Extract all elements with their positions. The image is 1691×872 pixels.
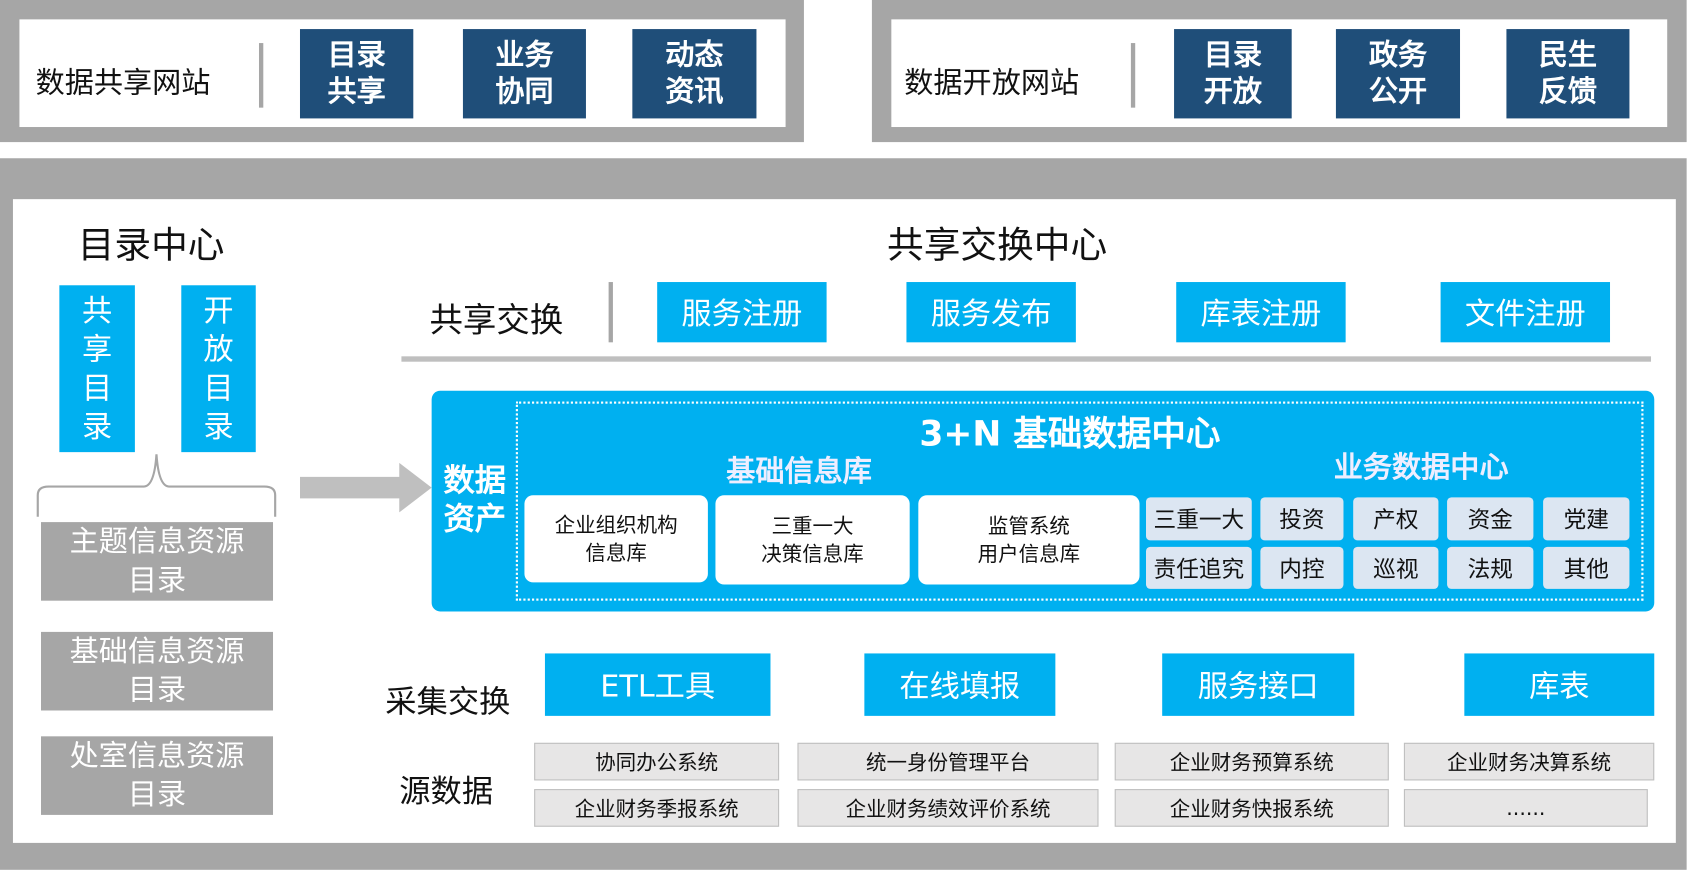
catalog-center-title: 目录中心	[77, 223, 225, 267]
collection-label: 采集交换	[385, 683, 511, 721]
brace-icon	[36, 454, 277, 517]
exchange-row-label: 共享交换	[429, 301, 564, 341]
catalog-open-button[interactable]: 目录 开放	[1174, 29, 1292, 119]
exchange-center-title: 共享交换中心	[887, 223, 1108, 267]
online-fill-button[interactable]: 在线填报	[864, 653, 1056, 716]
share-site-title: 数据共享网站	[35, 66, 211, 101]
source-system[interactable]: 企业财务决算系统	[1403, 742, 1655, 781]
table-register-button[interactable]: 库表注册	[1176, 282, 1346, 343]
service-publish-button[interactable]: 服务发布	[906, 282, 1076, 343]
source-system[interactable]: 企业财务季报系统	[534, 789, 780, 827]
user-info-db[interactable]: 监管系统 用户信息库	[918, 495, 1140, 585]
business-data-item[interactable]: 产权	[1353, 497, 1439, 541]
business-collab-button[interactable]: 业务 协同	[462, 29, 586, 119]
business-data-item[interactable]: 内控	[1260, 546, 1344, 589]
divider	[258, 43, 264, 108]
business-data-item[interactable]: 党建	[1543, 497, 1630, 541]
data-center-dotted-border	[515, 401, 1644, 601]
business-data-item[interactable]: 三重一大	[1146, 497, 1252, 541]
decision-info-db[interactable]: 三重一大 决策信息库	[715, 495, 910, 585]
business-data-item[interactable]: 责任追究	[1146, 546, 1252, 589]
catalog-share-button[interactable]: 目录 共享	[299, 29, 414, 119]
source-system[interactable]: 企业财务快报系统	[1114, 789, 1389, 827]
separator-line	[401, 356, 1652, 362]
source-system[interactable]: 统一身份管理平台	[797, 742, 1099, 781]
feedback-button[interactable]: 民生 反馈	[1506, 29, 1630, 119]
open-catalog-box[interactable]: 开 放 目 录	[181, 285, 256, 453]
gov-public-button[interactable]: 政务 公开	[1335, 29, 1461, 119]
org-info-db[interactable]: 企业组织机构 信息库	[524, 495, 708, 583]
basic-catalog[interactable]: 基础信息资源 目录	[41, 631, 274, 711]
business-data-item[interactable]: 资金	[1447, 497, 1534, 541]
db-table-button[interactable]: 库表	[1464, 653, 1655, 716]
service-register-button[interactable]: 服务注册	[657, 282, 827, 343]
source-system[interactable]: ......	[1403, 789, 1648, 827]
divider	[1130, 43, 1136, 108]
arrow-right-icon	[299, 462, 432, 513]
data-asset-label: 数据 资产	[443, 461, 507, 538]
open-site-title: 数据开放网站	[904, 66, 1080, 101]
source-system[interactable]: 企业财务预算系统	[1114, 742, 1389, 781]
service-api-button[interactable]: 服务接口	[1162, 653, 1355, 716]
business-data-item[interactable]: 其他	[1543, 546, 1630, 589]
source-system[interactable]: 企业财务绩效评价系统	[797, 789, 1099, 827]
topic-catalog[interactable]: 主题信息资源 目录	[41, 522, 274, 601]
business-data-item[interactable]: 巡视	[1353, 546, 1439, 589]
news-button[interactable]: 动态 资讯	[632, 29, 757, 119]
business-data-item[interactable]: 法规	[1447, 546, 1534, 589]
source-system[interactable]: 协同办公系统	[534, 742, 780, 781]
basic-info-title: 基础信息库	[726, 455, 872, 489]
shared-catalog-box[interactable]: 共 享 目 录	[59, 285, 135, 453]
data-center-title: 3+N 基础数据中心	[919, 413, 1221, 455]
business-center-title: 业务数据中心	[1333, 451, 1509, 485]
business-data-item[interactable]: 投资	[1260, 497, 1344, 541]
file-register-button[interactable]: 文件注册	[1440, 282, 1611, 343]
etl-tool-button[interactable]: ETL工具	[544, 653, 771, 716]
source-label: 源数据	[399, 772, 494, 810]
divider	[608, 282, 613, 343]
division-catalog[interactable]: 处室信息资源 目录	[41, 736, 274, 815]
